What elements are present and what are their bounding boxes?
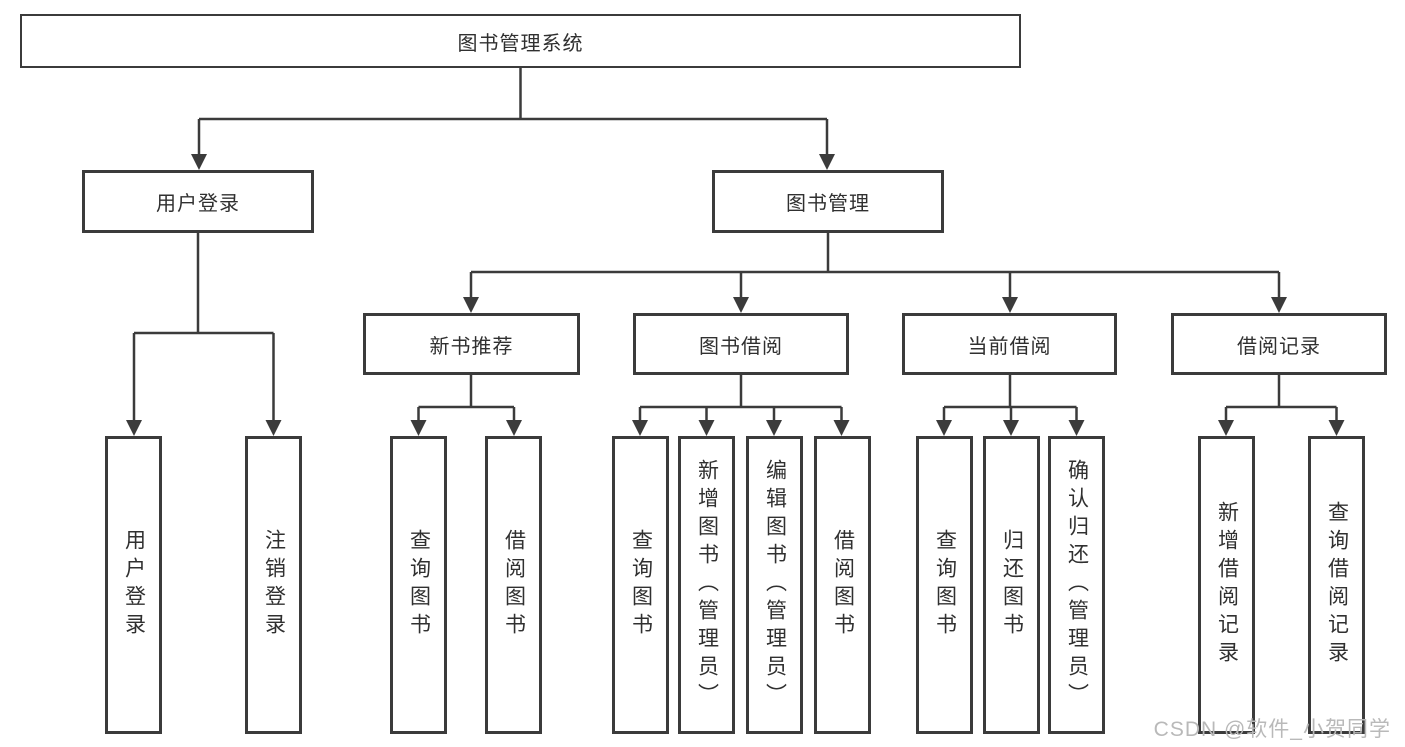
leaf-add-book-admin: 新增图书（管理员） <box>678 436 735 734</box>
node-book-borrowing: 图书借阅 <box>633 313 849 375</box>
leaf-borrow-books-borrowing: 借阅图书 <box>814 436 871 734</box>
leaf-label: 查询图书 <box>933 529 957 641</box>
node-label: 图书管理系统 <box>457 32 584 55</box>
node-label: 图书借阅 <box>699 335 783 358</box>
node-label: 图书管理 <box>786 193 870 215</box>
node-user-login: 用户登录 <box>82 170 314 233</box>
node-borrowing-records: 借阅记录 <box>1171 313 1387 375</box>
leaf-query-borrow-record: 查询借阅记录 <box>1308 436 1365 734</box>
csdn-watermark: CSDN @软件_小贺同学 <box>1153 718 1391 741</box>
leaf-label: 查询图书 <box>629 529 653 641</box>
node-book-management: 图书管理 <box>712 170 944 233</box>
leaf-label: 用户登录 <box>122 529 146 641</box>
leaf-user-login: 用户登录 <box>105 436 162 734</box>
leaf-borrow-books-recommend: 借阅图书 <box>485 436 542 734</box>
leaf-label: 注销登录 <box>262 529 286 641</box>
node-label: 借阅记录 <box>1237 335 1321 358</box>
leaf-label: 新增图书（管理员） <box>695 459 719 711</box>
node-new-book-recommendation: 新书推荐 <box>363 313 580 375</box>
leaf-query-books-recommend: 查询图书 <box>390 436 447 734</box>
node-library-management-system: 图书管理系统 <box>20 14 1021 68</box>
node-current-borrowing: 当前借阅 <box>902 313 1117 375</box>
leaf-label: 借阅图书 <box>502 529 526 641</box>
leaf-label: 查询图书 <box>407 529 431 641</box>
leaf-label: 归还图书 <box>1000 529 1024 641</box>
leaf-add-borrow-record: 新增借阅记录 <box>1198 436 1255 734</box>
leaf-query-books-borrowing: 查询图书 <box>612 436 669 734</box>
leaf-label: 编辑图书（管理员） <box>763 459 787 711</box>
leaf-confirm-return-admin: 确认归还（管理员） <box>1048 436 1105 734</box>
leaf-return-books: 归还图书 <box>983 436 1040 734</box>
leaf-label: 新增借阅记录 <box>1215 501 1239 669</box>
leaf-label: 查询借阅记录 <box>1325 501 1349 669</box>
node-label: 当前借阅 <box>967 335 1052 358</box>
node-label: 用户登录 <box>156 193 240 215</box>
leaf-label: 确认归还（管理员） <box>1065 459 1089 711</box>
leaf-query-books-current: 查询图书 <box>916 436 973 734</box>
node-label: 新书推荐 <box>429 335 514 358</box>
leaf-logout: 注销登录 <box>245 436 302 734</box>
leaf-label: 借阅图书 <box>831 529 855 641</box>
leaf-edit-book-admin: 编辑图书（管理员） <box>746 436 803 734</box>
